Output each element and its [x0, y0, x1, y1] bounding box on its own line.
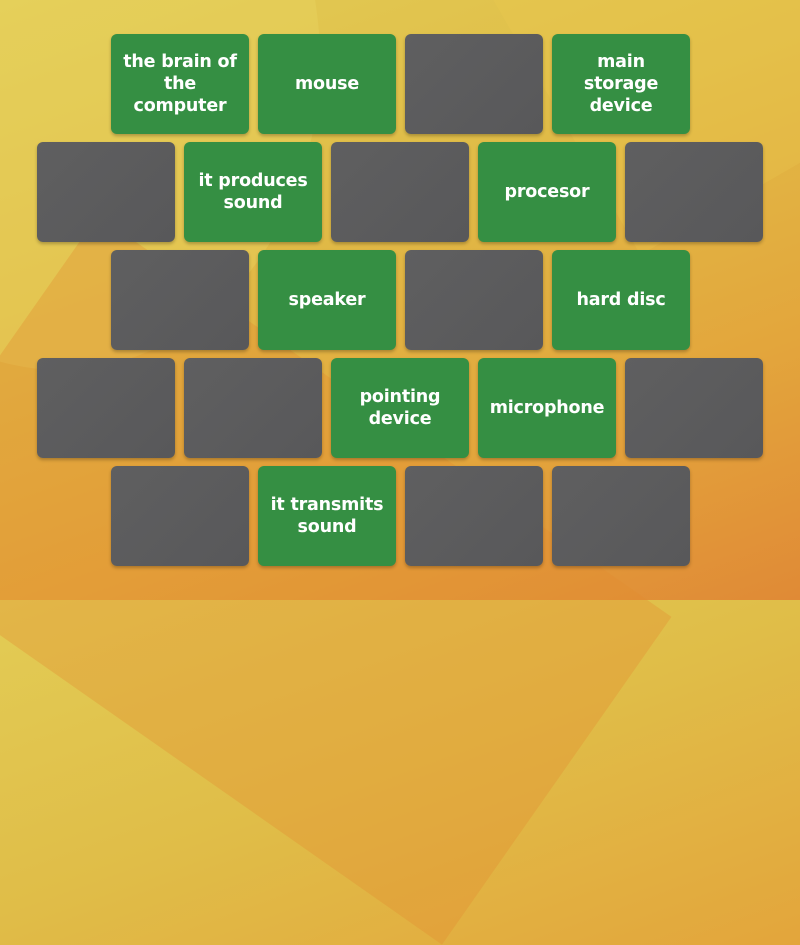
tile-hidden[interactable] [405, 250, 543, 350]
tile-hidden[interactable] [111, 466, 249, 566]
tile-label: mouse [294, 74, 359, 94]
tile-hidden[interactable] [625, 358, 763, 458]
tile-hidden[interactable] [405, 34, 543, 134]
tile-label: pointing device [359, 387, 441, 429]
tile[interactable]: pointing device [331, 358, 469, 458]
tile-label: it transmits sound [270, 495, 384, 537]
tile[interactable]: the brain of the computer [111, 34, 249, 134]
tile[interactable]: main storage device [552, 34, 690, 134]
tile-label: speaker [288, 290, 366, 310]
tile-label: hard disc [576, 290, 666, 310]
tile-label: it produces sound [198, 171, 308, 213]
tile[interactable]: hard disc [552, 250, 690, 350]
tile-hidden[interactable] [331, 142, 469, 242]
tile[interactable]: microphone [478, 358, 616, 458]
tile-hidden[interactable] [405, 466, 543, 566]
tile[interactable]: procesor [478, 142, 616, 242]
tile-hidden[interactable] [111, 250, 249, 350]
tile-label: the brain of the computer [123, 52, 237, 116]
tile-label: main storage device [583, 52, 659, 116]
tile[interactable]: mouse [258, 34, 396, 134]
tile-hidden[interactable] [552, 466, 690, 566]
tile-label: procesor [504, 182, 590, 202]
game-board: the brain of the computer mouse main sto… [37, 34, 763, 566]
tile[interactable]: it produces sound [184, 142, 322, 242]
tile-hidden[interactable] [184, 358, 322, 458]
tile-hidden[interactable] [37, 358, 175, 458]
tile-hidden[interactable] [625, 142, 763, 242]
tile-hidden[interactable] [37, 142, 175, 242]
tile-label: microphone [489, 398, 605, 418]
tile[interactable]: speaker [258, 250, 396, 350]
tile[interactable]: it transmits sound [258, 466, 396, 566]
